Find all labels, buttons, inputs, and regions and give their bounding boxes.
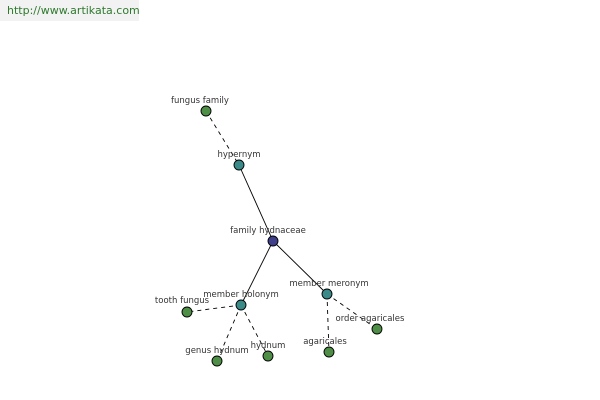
edge-member-meronym-to-order-agaricales bbox=[326, 293, 378, 330]
node-label-member-holonym[interactable]: member holonym bbox=[203, 290, 278, 300]
edge-member-holonym-to-tooth-fungus bbox=[186, 304, 242, 313]
node-hypernym[interactable] bbox=[233, 159, 245, 171]
edge-family-hydnaceae-to-member-meronym bbox=[272, 240, 328, 295]
node-order-agaricales[interactable] bbox=[371, 323, 383, 335]
node-member-holonym[interactable] bbox=[235, 299, 247, 311]
node-label-genus-hydnum[interactable]: genus hydnum bbox=[185, 346, 248, 356]
edge-fungus-family-to-hypernym bbox=[205, 110, 240, 166]
edge-family-hydnaceae-to-member-holonym bbox=[240, 240, 274, 306]
node-label-family-hydnaceae[interactable]: family hydnaceae bbox=[230, 226, 306, 236]
node-genus-hydnum[interactable] bbox=[211, 355, 223, 367]
edge-hypernym-to-family-hydnaceae bbox=[238, 164, 274, 242]
site-url[interactable]: http://www.artikata.com bbox=[0, 0, 140, 21]
nodes-layer bbox=[181, 105, 383, 367]
labels-layer: fungus family hypernym family hydnaceae mem… bbox=[155, 96, 405, 356]
node-fungus-family[interactable] bbox=[200, 105, 212, 117]
node-label-hydnum[interactable]: hydnum bbox=[251, 341, 286, 351]
node-label-order-agaricales[interactable]: order agaricales bbox=[336, 314, 406, 324]
node-tooth-fungus[interactable] bbox=[181, 306, 193, 318]
node-hydnum[interactable] bbox=[262, 350, 274, 362]
edge-member-holonym-to-hydnum bbox=[240, 304, 269, 357]
node-label-agaricales[interactable]: agaricales bbox=[303, 337, 347, 347]
edge-member-holonym-to-genus-hydnum bbox=[216, 304, 242, 362]
edge-member-meronym-to-agaricales bbox=[326, 293, 330, 353]
node-label-tooth-fungus[interactable]: tooth fungus bbox=[155, 296, 210, 306]
edges-layer bbox=[186, 110, 378, 362]
node-member-meronym[interactable] bbox=[321, 288, 333, 300]
node-label-hypernym[interactable]: hypernym bbox=[217, 150, 260, 160]
node-label-fungus-family[interactable]: fungus family bbox=[171, 96, 229, 106]
node-family-hydnaceae[interactable] bbox=[267, 235, 279, 247]
node-agaricales[interactable] bbox=[323, 346, 335, 358]
node-label-member-meronym[interactable]: member meronym bbox=[289, 279, 368, 289]
